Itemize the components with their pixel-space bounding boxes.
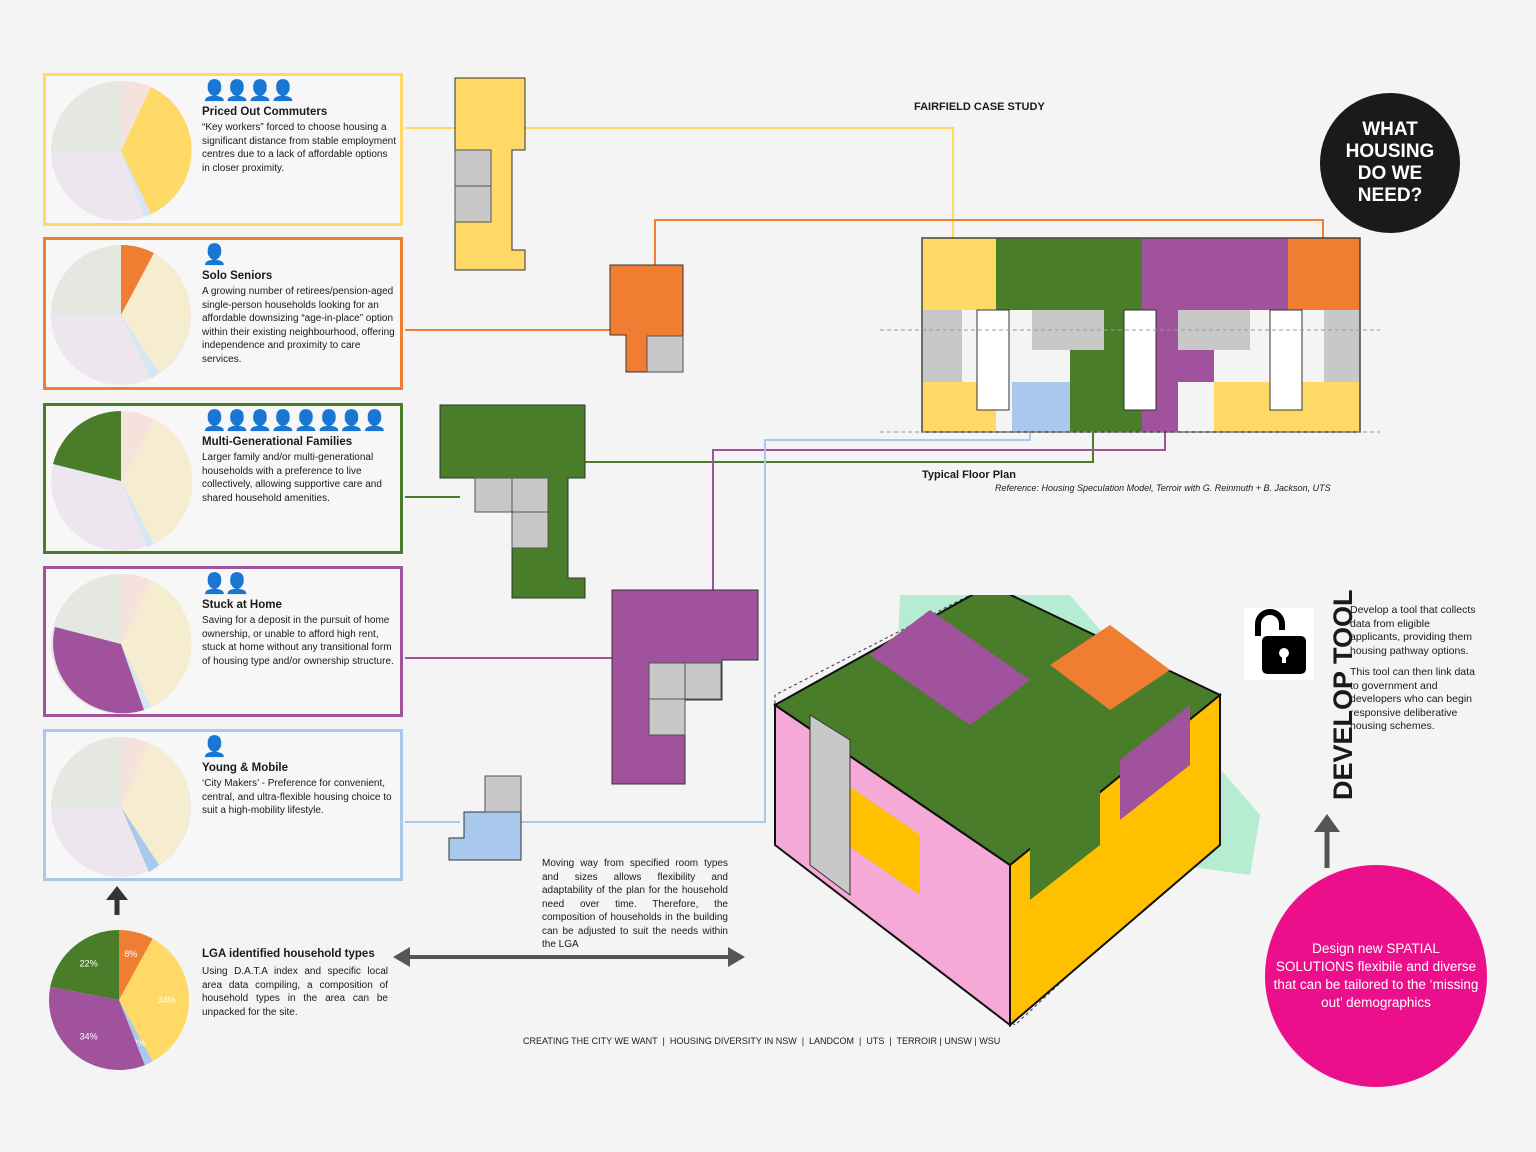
pie-slice-label: 22% xyxy=(80,958,98,968)
question-circle: WHAT HOUSING DO WE NEED? xyxy=(1320,93,1460,233)
card-title: Multi-Generational Families xyxy=(202,436,353,448)
floor-plan-reference: Reference: Housing Speculation Model, Te… xyxy=(995,483,1331,493)
floor-plan-title: Typical Floor Plan xyxy=(922,469,1016,481)
develop-tool-para1: Develop a tool that collects data from e… xyxy=(1350,604,1476,657)
pie-chart-icon xyxy=(51,737,191,877)
design-new-text: Design new SPATIAL SOLUTIONS flexibile a… xyxy=(1273,941,1479,1010)
card-title: Solo Seniors xyxy=(202,270,273,282)
card-young: 👤 Young & Mobile ‘City Makers’ - Prefere… xyxy=(43,729,403,881)
card-description: ‘City Makers’ - Preference for convenien… xyxy=(202,778,392,816)
pie-chart-icon xyxy=(51,244,191,385)
unit-commuters xyxy=(454,77,526,271)
card-title: Priced Out Commuters xyxy=(202,106,328,118)
card-title: Stuck at Home xyxy=(202,599,282,611)
lga-text: LGA identified household types Using D.A… xyxy=(202,948,388,1019)
pie-slice xyxy=(119,930,153,1000)
footer: CREATING THE CITY WE WANT | HOUSING DIVE… xyxy=(523,1036,1001,1046)
pie-slice-label: 34% xyxy=(80,1032,98,1042)
pie-slice-label: 34% xyxy=(158,995,176,1005)
unit-stuck xyxy=(611,589,759,785)
design-new-circle: Design new SPATIAL SOLUTIONS flexibile a… xyxy=(1265,865,1487,1087)
family-icon: 👤👤👤👤👤👤👤👤 xyxy=(202,410,387,432)
lga-pie-chart: 8% 34% 2% 34% 22% xyxy=(48,930,189,1070)
unit-families xyxy=(439,404,586,599)
develop-tool-para2: This tool can then link data to governme… xyxy=(1350,666,1475,732)
card-commuters: 👤👤👤👤 Priced Out Commuters “Key workers” … xyxy=(43,73,403,226)
lga-title: LGA identified household types xyxy=(202,948,375,960)
flexibility-text: Moving way from specified room types and… xyxy=(542,858,728,950)
pie-slice xyxy=(119,1000,153,1066)
people-icon: 👤👤👤👤 xyxy=(202,80,296,102)
card-description: “Key workers” forced to choose housing a… xyxy=(202,122,396,174)
pie-chart-icon xyxy=(51,80,192,221)
card-seniors: 👤 Solo Seniors A growing number of retir… xyxy=(43,237,403,390)
pie-slice xyxy=(50,930,119,1000)
lga-description: Using D.A.T.A index and specific local a… xyxy=(202,966,388,1018)
person-icon: 👤 xyxy=(202,736,227,758)
pie-chart-icon xyxy=(51,573,192,714)
parent-child-icon: 👤👤 xyxy=(202,573,250,595)
pie-slice-label: 8% xyxy=(124,949,137,959)
pie-slice-label: 2% xyxy=(133,1038,146,1048)
card-description: Saving for a deposit in the pursuit of h… xyxy=(202,615,394,667)
card-description: Larger family and/or multi-generational … xyxy=(202,452,382,504)
lock-icon xyxy=(1244,608,1314,680)
develop-tool-text: Develop a tool that collects data from e… xyxy=(1350,604,1482,734)
case-study-title: FAIRFIELD CASE STUDY xyxy=(914,101,1045,113)
question-text: WHAT HOUSING DO WE NEED? xyxy=(1345,119,1435,206)
pie-slice xyxy=(119,938,189,1062)
pie-slice xyxy=(48,986,145,1070)
card-description: A growing number of retirees/pension-age… xyxy=(202,286,395,365)
unit-young xyxy=(448,775,522,861)
typical-floor-plan xyxy=(880,237,1380,433)
senior-icon: 👤 xyxy=(202,244,227,266)
card-families: 👤👤👤👤👤👤👤👤 Multi-Generational Families Lar… xyxy=(43,403,403,554)
pie-chart-icon xyxy=(51,410,193,551)
card-stuck: 👤👤 Stuck at Home Saving for a deposit in… xyxy=(43,566,403,717)
isometric-building xyxy=(773,595,1260,1028)
unit-seniors xyxy=(609,264,684,373)
card-title: Young & Mobile xyxy=(202,762,289,774)
